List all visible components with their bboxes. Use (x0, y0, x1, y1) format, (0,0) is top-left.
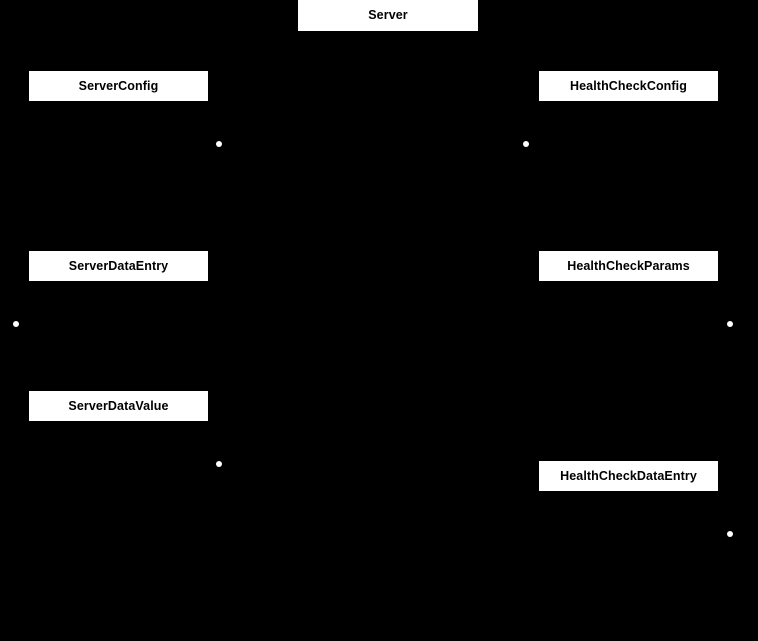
node-label: HealthCheckDataEntry (560, 468, 697, 483)
node-label: ServerConfig (78, 78, 159, 93)
node-server[interactable]: Server (298, 0, 478, 31)
node-server-data-value[interactable]: ServerDataValue (29, 391, 208, 421)
node-label: HealthCheckParams (567, 258, 690, 273)
relationship-marker-dot (523, 141, 529, 147)
node-label: ServerDataValue (68, 398, 169, 413)
node-health-check-config[interactable]: HealthCheckConfig (539, 71, 718, 101)
relationship-marker-dot (216, 461, 222, 467)
node-server-data-entry[interactable]: ServerDataEntry (29, 251, 208, 281)
relationship-marker-dot (13, 321, 19, 327)
node-label: Server (368, 8, 408, 23)
node-server-config[interactable]: ServerConfig (29, 71, 208, 101)
node-health-check-data-entry[interactable]: HealthCheckDataEntry (539, 461, 718, 491)
relationship-marker-dot (216, 141, 222, 147)
relationship-marker-dot (727, 321, 733, 327)
node-label: ServerDataEntry (68, 258, 169, 273)
node-label: HealthCheckConfig (570, 78, 687, 93)
relationship-marker-dot (727, 531, 733, 537)
node-health-check-params[interactable]: HealthCheckParams (539, 251, 718, 281)
